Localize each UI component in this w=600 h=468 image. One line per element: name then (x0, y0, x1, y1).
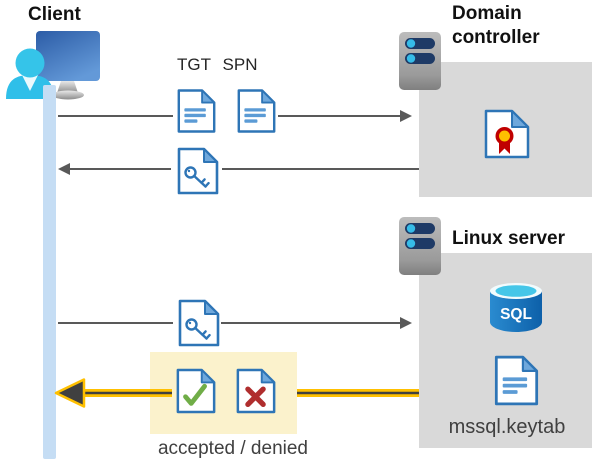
linux-server-label: Linux server (452, 228, 565, 249)
certificate-file-icon (484, 109, 530, 159)
cross-file-icon (236, 368, 276, 414)
server-icon-domain-controller (399, 32, 441, 90)
person-monitor-icon (6, 31, 100, 100)
request-arrow-to-linux-server (58, 317, 412, 329)
spn-label: SPN (222, 55, 258, 74)
check-file-icon (176, 368, 216, 414)
sql-database-icon: SQL (490, 283, 542, 332)
client-label: Client (28, 4, 81, 25)
keytab-file-icon (494, 355, 539, 406)
key-file-icon-domain-controller (177, 147, 219, 195)
server-icon-linux-server (399, 217, 441, 275)
response-arrow-from-domain-controller (58, 163, 419, 175)
tgt-label: TGT (177, 55, 211, 74)
request-arrow-to-domain-controller (58, 110, 412, 122)
keytab-filename-label: mssql.keytab (448, 416, 566, 438)
client-timeline-bar (43, 85, 56, 459)
domain-controller-label: Domain controller (452, 3, 540, 48)
sql-label: SQL (500, 306, 532, 323)
accepted-denied-label: accepted / denied (157, 438, 308, 459)
spn-document-icon (237, 89, 276, 133)
key-file-icon-linux-server (178, 299, 220, 347)
highlighted-response-arrow-to-client (54, 378, 419, 408)
tgt-document-icon (177, 89, 216, 133)
